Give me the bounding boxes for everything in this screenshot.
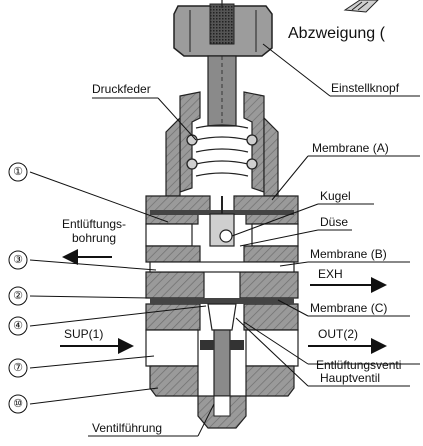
adjusting-knob <box>173 0 273 57</box>
label-einstellknopf: Einstellknopf <box>331 81 400 95</box>
label-abzweigung: Abzweigung ( <box>288 25 386 42</box>
callout-7-label: ⑦ <box>13 362 23 374</box>
callout-4-label: ④ <box>13 320 23 332</box>
label-entlueftungsbohrung-line1: Entlüftungs- <box>62 217 126 231</box>
regulator-body <box>145 195 299 397</box>
inset-fragment <box>343 0 379 13</box>
callout-7: ⑦ <box>8 358 28 378</box>
main-valve <box>200 303 244 397</box>
label-druckfeder: Druckfeder <box>92 82 151 96</box>
callout-2: ② <box>8 286 28 306</box>
callout-1-label: ① <box>13 166 23 178</box>
callout-10: ⑩ <box>8 394 28 414</box>
port-arrows <box>60 249 387 354</box>
label-sup: SUP(1) <box>64 327 103 341</box>
label-ventilfuehrung: Ventilführung <box>92 421 162 435</box>
label-exh: EXH <box>318 267 343 281</box>
label-hauptventil: Hauptventil <box>320 371 380 385</box>
diaphragm-b <box>149 261 295 273</box>
callout-1: ① <box>8 162 28 182</box>
label-out: OUT(2) <box>318 327 358 341</box>
callout-3: ③ <box>8 250 28 270</box>
label-duese: Düse <box>320 215 348 229</box>
callout-10-label: ⑩ <box>13 398 23 410</box>
nozzle-ball <box>209 196 235 247</box>
label-kugel: Kugel <box>320 189 351 203</box>
adjusting-spindle <box>207 55 237 127</box>
callout-2-label: ② <box>13 290 23 302</box>
pressure-spring <box>186 124 258 177</box>
label-membrane-a: Membrane (A) <box>312 141 389 155</box>
valve-guide <box>197 395 247 429</box>
diaphragm-c <box>150 298 294 304</box>
label-entlueftungsbohrung-line2: bohrung <box>72 231 116 245</box>
label-membrane-b: Membrane (B) <box>310 247 387 261</box>
leader-lines <box>29 43 420 437</box>
label-entlueftungsventil: Entlüftungsventi <box>316 358 401 372</box>
callout-3-label: ③ <box>13 254 23 266</box>
label-membrane-c: Membrane (C) <box>310 301 387 315</box>
callout-4: ④ <box>8 316 28 336</box>
